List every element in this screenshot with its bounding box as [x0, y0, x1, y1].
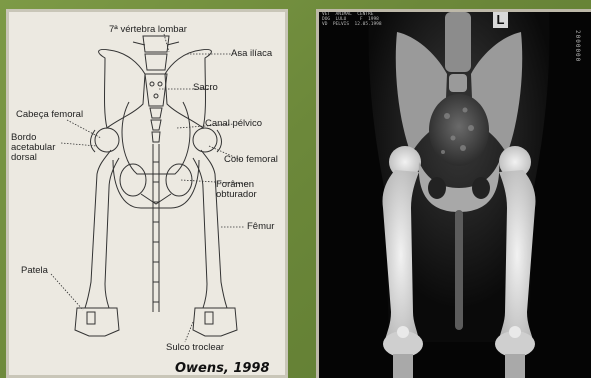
xray-header-text: VET ANIMAL CENTRE DOG LULU F 1998 VD PEL… [322, 13, 382, 28]
label-patela: Patela [21, 266, 48, 276]
label-7th-lumbar-vertebra: 7ª vértebra lombar [109, 25, 187, 35]
label-asa-iliaca: Asa ilíaca [231, 49, 272, 59]
xray-panel [316, 9, 591, 378]
label-sacro: Sacro [193, 83, 218, 93]
xray-side-marker: L [493, 12, 508, 28]
label-foramen-obturador: Forâmen obturador [216, 180, 257, 200]
label-sulco-troclear: Sulco troclear [166, 343, 224, 353]
label-bordo-acetabular-dorsal: Bordo acetabular dorsal [11, 133, 55, 163]
label-femur: Fêmur [247, 222, 274, 232]
label-cabeca-femoral: Cabeça femoral [16, 110, 83, 120]
label-canal-pelvico: Canal pélvico [205, 119, 262, 129]
source-caption: Owens, 1998 [175, 361, 270, 376]
anatomy-diagram-panel: 7ª vértebra lombar Asa ilíaca Sacro Cana… [6, 9, 288, 378]
label-colo-femoral: Colo femoral [224, 155, 278, 165]
pelvis-xray-image [319, 12, 591, 378]
xray-vertical-id: 2000000 [574, 30, 581, 62]
